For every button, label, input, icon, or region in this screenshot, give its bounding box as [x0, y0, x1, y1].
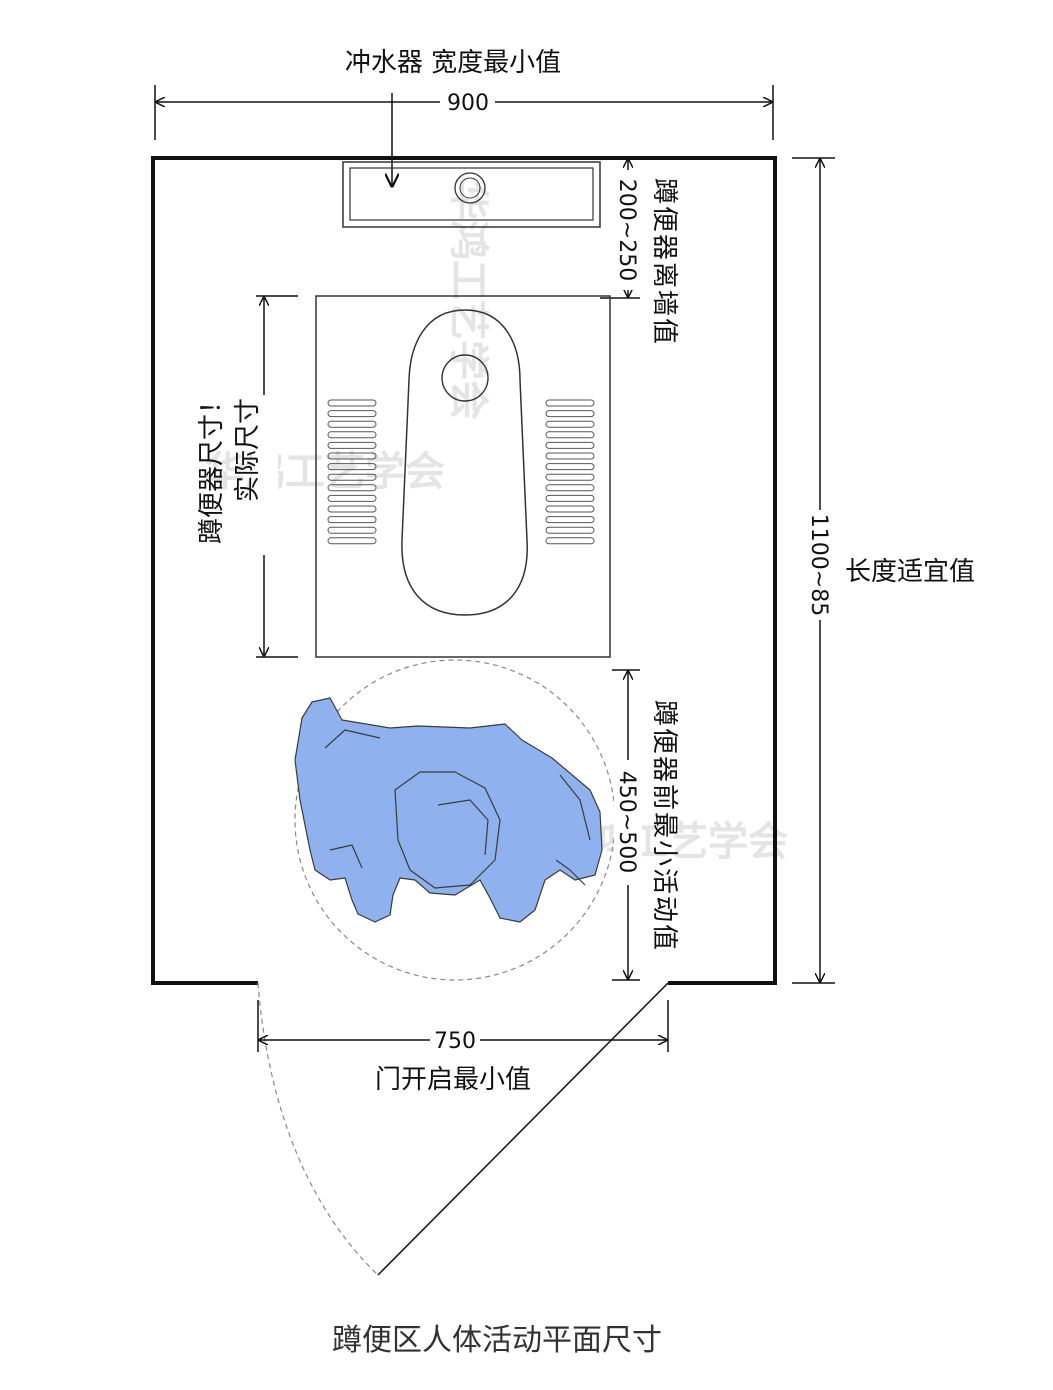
vent-slot [545, 452, 595, 460]
length-dimension-value: 1100~85 [806, 514, 831, 616]
length-suitable-label: 长度适宜值 [845, 557, 975, 587]
vent-slot [327, 505, 377, 513]
width-dimension-value: 900 [447, 91, 489, 116]
front-space-dimension: 450~500 [612, 669, 642, 981]
vent-slot [327, 420, 377, 428]
squat-pan [315, 295, 611, 658]
vent-slot [545, 420, 595, 428]
vent-slot [327, 452, 377, 460]
vent-slot [327, 526, 377, 534]
vent-slot [545, 505, 595, 513]
human-figure [294, 697, 603, 923]
door-swing [257, 982, 669, 1276]
diagram-caption: 蹲便区人体活动平面尺寸 [332, 1323, 662, 1358]
vent-slot [545, 516, 595, 524]
vent-slot [545, 484, 595, 492]
front-activity-label: 蹲便器前最小活动值 [649, 700, 679, 952]
actual-size-label-2: 蹲便器尺寸！ [197, 388, 227, 544]
vent-slot [327, 516, 377, 524]
vent-slot [545, 526, 595, 534]
actual-size-dimension [252, 295, 298, 658]
flush-width-label: 冲水器 宽度最小值 [345, 48, 561, 78]
vent-slot [545, 399, 595, 407]
squat-wall-distance-label: 蹲便器离墙值 [649, 178, 679, 346]
vents-right [545, 399, 595, 545]
vent-slot [327, 441, 377, 449]
vent-slot [327, 484, 377, 492]
vent-slot [327, 431, 377, 439]
watermark-text-3: 华鸿工艺学会 [445, 180, 491, 420]
vent-slot [545, 494, 595, 502]
door-dimension-value: 750 [434, 1029, 476, 1054]
room-walls [151, 156, 777, 985]
vent-slot [545, 473, 595, 481]
vent-slot [327, 399, 377, 407]
flush-tank [342, 161, 601, 228]
vents-left [327, 399, 377, 545]
wall-gap-dimension-value: 200~250 [614, 179, 639, 281]
door-dimension: 750 [257, 1000, 669, 1054]
door-open-label: 门开启最小值 [375, 1065, 531, 1095]
vent-slot [545, 441, 595, 449]
vent-slot [327, 463, 377, 471]
vent-slot [327, 537, 377, 545]
front-space-dimension-value: 450~500 [614, 771, 639, 873]
vent-slot [327, 494, 377, 502]
width-dimension: 900 [154, 85, 774, 140]
length-dimension: 1100~85 [792, 157, 835, 984]
vent-slot [545, 463, 595, 471]
wall-gap-dimension: 200~250 [600, 158, 642, 299]
vent-slot [327, 410, 377, 418]
actual-size-label-1: 实际尺寸 [233, 398, 263, 502]
vent-slot [545, 410, 595, 418]
vent-slot [545, 431, 595, 439]
vent-slot [327, 473, 377, 481]
vent-slot [545, 537, 595, 545]
